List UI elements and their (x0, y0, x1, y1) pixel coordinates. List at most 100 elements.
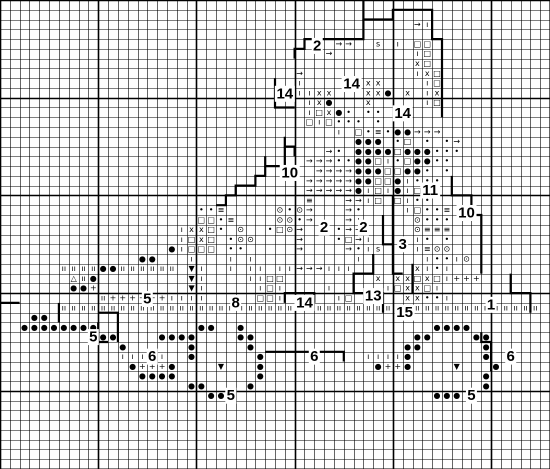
cross-stitch: x (189, 225, 194, 234)
s-letter-stitch: s (376, 39, 380, 48)
empty-square-stitch: □ (266, 284, 274, 293)
double-bar-stitch: ıı (356, 303, 360, 312)
dot-stitch: • (445, 137, 450, 146)
large-dot-stitch: ● (247, 333, 254, 342)
vertical-bar-stitch: ı (357, 254, 359, 263)
circled-dot-stitch: ⊙ (237, 235, 244, 244)
double-bar-stitch: ıı (121, 264, 125, 273)
dot-stitch: • (356, 245, 361, 254)
dot-stitch: • (445, 235, 450, 244)
large-dot-stitch: ● (257, 372, 264, 381)
double-bar-stitch: ıı (415, 303, 419, 312)
double-bar-stitch: ıı (199, 303, 203, 312)
right-arrow-stitch: → (326, 49, 333, 58)
circled-dot-stitch: ⊙ (237, 225, 244, 234)
double-bar-stitch: ıı (160, 264, 164, 273)
dot-stitch: • (356, 118, 361, 127)
vertical-bar-stitch: ı (181, 225, 183, 234)
right-arrow-stitch: → (296, 225, 303, 234)
vertical-bar-stitch: ı (338, 294, 340, 303)
plus-stitch: + (473, 274, 480, 283)
large-dot-stitch: ● (80, 323, 87, 332)
empty-square-stitch: □ (394, 166, 402, 175)
empty-square-stitch: □ (404, 137, 412, 146)
empty-square-stitch: □ (207, 235, 215, 244)
double-bar-stitch: ıı (219, 303, 223, 312)
dot-stitch: • (336, 118, 341, 127)
large-dot-stitch: ● (384, 88, 391, 97)
triple-bar-stitch: ≡ (306, 196, 313, 205)
large-dot-stitch: ● (139, 372, 146, 381)
triple-bar-stitch: ≡ (444, 225, 451, 234)
large-dot-stitch: ● (188, 381, 195, 390)
region-number: 5 (227, 387, 235, 404)
vertical-bar-stitch: ı (200, 264, 202, 273)
vertical-bar-stitch: ı (367, 245, 369, 254)
right-arrow-stitch: → (345, 39, 352, 48)
region-number: 15 (396, 304, 413, 321)
large-dot-stitch: ● (326, 98, 333, 107)
large-dot-stitch: ● (257, 362, 264, 371)
vertical-bar-stitch: ı (308, 88, 310, 97)
right-arrow-stitch: → (326, 157, 333, 166)
large-dot-stitch: ● (384, 147, 391, 156)
circled-dot-stitch: ⊙ (277, 215, 284, 224)
down-triangle-stitch: ▼ (188, 264, 195, 273)
plus-stitch: + (394, 362, 401, 371)
region-number: 5 (143, 290, 151, 307)
large-dot-stitch: ● (414, 157, 421, 166)
double-bar-stitch: ıı (81, 274, 85, 283)
large-dot-stitch: ● (424, 333, 431, 342)
dot-stitch: • (336, 225, 341, 234)
vertical-bar-stitch: ı (436, 284, 438, 293)
large-dot-stitch: ● (159, 333, 166, 342)
empty-square-stitch: □ (394, 147, 402, 156)
double-bar-stitch: ıı (130, 264, 134, 273)
large-dot-stitch: ● (149, 254, 156, 263)
large-dot-stitch: ● (365, 166, 372, 175)
empty-square-stitch: □ (433, 274, 441, 283)
cross-stitch: x (317, 88, 322, 97)
empty-square-stitch: □ (433, 98, 441, 107)
region-number: 14 (394, 105, 411, 122)
large-dot-stitch: ● (80, 284, 87, 293)
down-triangle-stitch: ▼ (454, 362, 461, 371)
empty-square-stitch: □ (345, 235, 353, 244)
vertical-bar-stitch: ı (367, 352, 369, 361)
large-dot-stitch: ● (41, 323, 48, 332)
down-triangle-stitch: ▼ (218, 362, 225, 371)
vertical-bar-stitch: ı (181, 294, 183, 303)
vertical-bar-stitch: ı (308, 108, 310, 117)
double-bar-stitch: ıı (81, 303, 85, 312)
vertical-bar-stitch: ı (249, 254, 251, 263)
empty-square-stitch: □ (414, 274, 422, 283)
region-number: 6 (507, 348, 515, 365)
vertical-bar-stitch: ı (406, 196, 408, 205)
dot-stitch: • (425, 206, 430, 215)
large-dot-stitch: ● (453, 323, 460, 332)
large-dot-stitch: ● (404, 352, 411, 361)
empty-square-stitch: □ (188, 245, 196, 254)
backstitch-outline (383, 215, 393, 244)
large-dot-stitch: ● (375, 362, 382, 371)
cross-stitch: x (327, 88, 332, 97)
plus-stitch: + (90, 284, 97, 293)
large-dot-stitch: ● (483, 342, 490, 351)
large-dot-stitch: ● (365, 147, 372, 156)
vertical-bar-stitch: ı (456, 254, 458, 263)
right-arrow-stitch: → (345, 206, 352, 215)
cross-stitch: x (199, 225, 204, 234)
double-bar-stitch: ıı (91, 303, 95, 312)
plus-stitch: + (159, 294, 166, 303)
empty-square-stitch: □ (188, 235, 196, 244)
vertical-bar-stitch: ı (397, 352, 399, 361)
double-bar-stitch: ıı (288, 303, 292, 312)
dot-stitch: • (336, 147, 341, 156)
dot-stitch: • (445, 157, 450, 166)
right-arrow-stitch: → (326, 147, 333, 156)
vertical-bar-stitch: ı (367, 196, 369, 205)
large-dot-stitch: ● (100, 264, 107, 273)
dot-stitch: • (376, 108, 381, 117)
region-number: 6 (148, 348, 156, 365)
